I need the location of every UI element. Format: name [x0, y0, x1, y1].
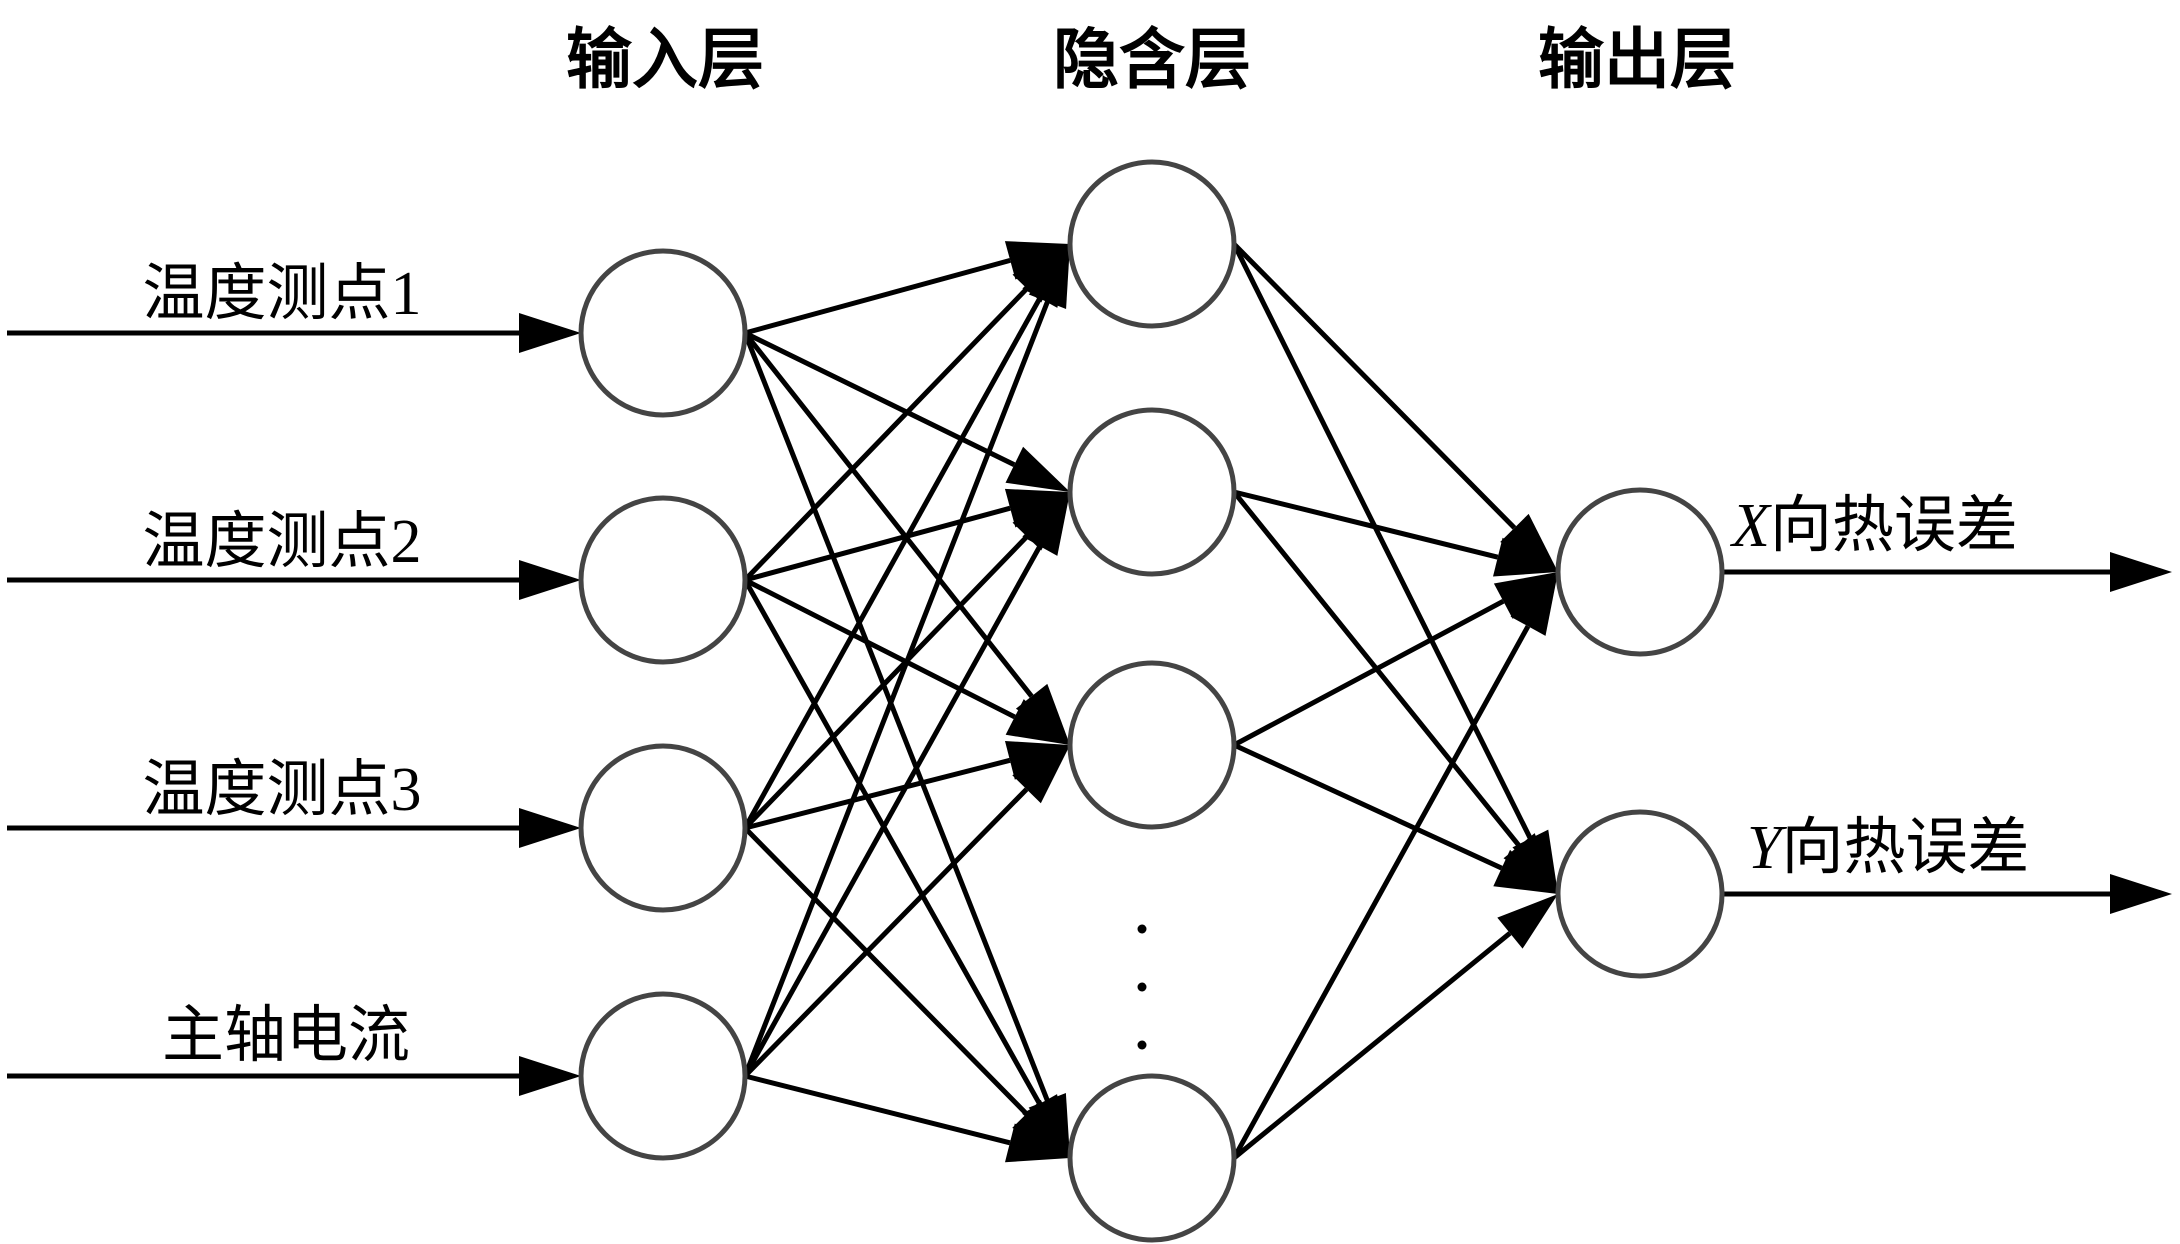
edge-hidden1-to-output1 — [1232, 242, 1517, 530]
edge-hidden3-to-output1-arrowhead — [1493, 572, 1558, 619]
edge-input3-to-hidden3 — [744, 757, 1011, 831]
output-arrow-1-arrowhead — [2110, 552, 2172, 592]
output-variable-x: X — [1729, 492, 1772, 560]
edge-input1-to-hidden1-arrowhead — [1004, 241, 1070, 280]
edge-hidden3-to-output2 — [1232, 742, 1503, 871]
neurons — [578, 159, 1725, 1243]
edge-input2-to-hidden3-arrowhead — [1005, 699, 1070, 745]
output-arrow-2-arrowhead — [2110, 874, 2172, 914]
edge-hidden1-to-output2 — [1231, 242, 1533, 840]
ellipsis-dot-3 — [1137, 1040, 1147, 1050]
output-labels: X向热误差 Y向热误差 — [1729, 492, 2030, 882]
edge-input4-to-hidden2 — [742, 544, 1043, 1078]
edge-input1-to-hidden3-arrowhead — [1015, 683, 1070, 745]
edge-hidden4-to-output2-arrowhead — [1497, 894, 1558, 949]
edge-hidden2-to-output2-arrowhead — [1503, 833, 1558, 894]
edge-input2-to-hidden2 — [744, 505, 1011, 583]
ellipsis-dot-2 — [1137, 982, 1147, 992]
connections — [7, 242, 2110, 1160]
output-label-x: X向热误差 — [1729, 492, 2018, 560]
hidden-layer-title: 隐含层 — [1053, 20, 1251, 98]
input-node-3 — [578, 743, 748, 913]
output-label-x-text: 向热误差 — [1770, 492, 2018, 560]
input-arrow-3-arrowhead — [519, 808, 581, 848]
edge-input4-to-hidden3-arrowhead — [1012, 745, 1070, 804]
edge-input1-to-hidden2 — [743, 330, 1016, 467]
input-node-2 — [578, 495, 748, 665]
edge-input3-to-hidden2 — [743, 534, 1029, 830]
input-layer-title: 输入层 — [566, 20, 764, 98]
hidden-node-4 — [1067, 1073, 1237, 1243]
layer-titles: 输入层 隐含层 输出层 — [566, 20, 1736, 98]
output-layer-title: 输出层 — [1538, 20, 1736, 98]
input-label-2: 温度测点2 — [142, 508, 421, 576]
hidden-node-1 — [1067, 159, 1237, 329]
edge-hidden3-to-output1 — [1232, 598, 1505, 748]
edge-hidden4-to-output2 — [1232, 931, 1512, 1160]
edge-input3-to-hidden4 — [743, 826, 1029, 1116]
edge-hidden4-to-output1 — [1231, 625, 1531, 1160]
edge-input3-to-hidden3-arrowhead — [1004, 740, 1070, 780]
edge-hidden1-to-output1-arrowhead — [1500, 513, 1558, 572]
output-label-y-text: 向热误差 — [1781, 814, 2029, 882]
hidden-node-3 — [1067, 660, 1237, 830]
edge-hidden2-to-output1-arrowhead — [1493, 537, 1558, 577]
edge-input4-to-hidden4-arrowhead — [1004, 1123, 1070, 1163]
edge-hidden4-to-output1-arrowhead — [1510, 572, 1558, 636]
edge-hidden3-to-output2-arrowhead — [1493, 849, 1558, 894]
edge-input4-to-hidden2-arrowhead — [1022, 492, 1070, 556]
edge-input1-to-hidden4 — [742, 332, 1050, 1102]
input-node-1 — [578, 248, 748, 418]
hidden-node-2 — [1067, 407, 1237, 577]
input-arrow-1-arrowhead — [519, 313, 581, 353]
input-node-4 — [578, 991, 748, 1161]
input-labels: 温度测点1 温度测点2 温度测点3 主轴电流 — [142, 260, 421, 1070]
output-label-y: Y向热误差 — [1747, 814, 2030, 882]
edge-input2-to-hidden3 — [743, 577, 1016, 720]
edge-input3-to-hidden1 — [742, 296, 1043, 830]
edge-input4-to-hidden1-arrowhead — [1028, 244, 1070, 310]
input-label-3: 温度测点3 — [142, 756, 421, 824]
edge-input4-to-hidden1 — [742, 300, 1050, 1077]
edge-input4-to-hidden4 — [744, 1073, 1011, 1146]
edge-input2-to-hidden1 — [743, 286, 1029, 582]
edge-input2-to-hidden4 — [742, 578, 1042, 1106]
output-node-2 — [1555, 809, 1725, 979]
edge-hidden2-to-output1 — [1233, 489, 1499, 560]
edge-input4-to-hidden3 — [743, 787, 1029, 1078]
arrowheads — [519, 241, 2172, 1163]
edge-input1-to-hidden3 — [743, 331, 1034, 698]
input-label-1: 温度测点1 — [142, 260, 421, 328]
edge-input1-to-hidden2-arrowhead — [1005, 446, 1070, 492]
edge-input3-to-hidden4-arrowhead — [1012, 1099, 1070, 1158]
output-node-1 — [1555, 487, 1725, 657]
edge-input1-to-hidden1 — [744, 257, 1011, 336]
output-variable-y: Y — [1747, 814, 1787, 882]
input-label-4: 主轴电流 — [162, 1002, 410, 1070]
input-arrow-4-arrowhead — [519, 1056, 581, 1096]
input-arrow-2-arrowhead — [519, 560, 581, 600]
ellipsis-dot-1 — [1137, 924, 1147, 934]
edge-input2-to-hidden2-arrowhead — [1004, 488, 1070, 528]
